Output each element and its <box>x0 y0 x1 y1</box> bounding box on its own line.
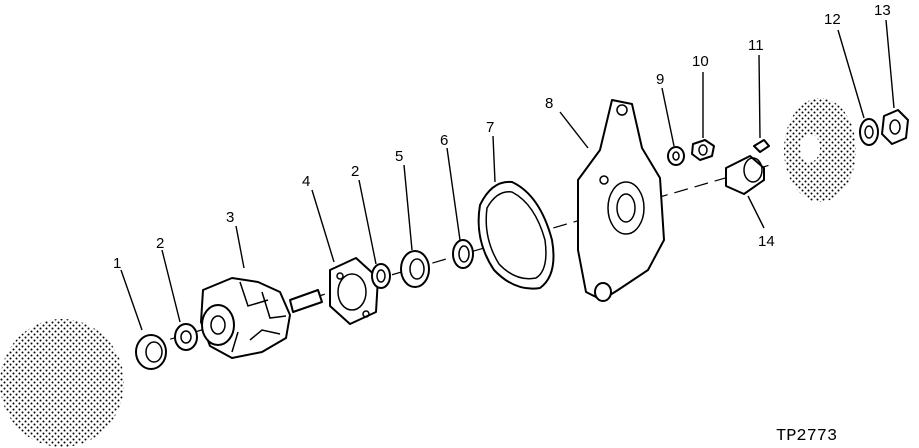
callout-13: 13 <box>874 2 891 19</box>
part-13-nut <box>881 109 909 145</box>
callout-5: 5 <box>395 148 403 165</box>
part-12-washer <box>859 118 879 146</box>
part-4-plate <box>329 257 379 325</box>
part-8-housing <box>577 99 665 302</box>
leader-lines <box>120 19 895 331</box>
callout-4: 4 <box>302 173 310 190</box>
part-3-impeller <box>200 277 323 359</box>
callout-12: 12 <box>824 11 841 28</box>
callout-3: 3 <box>226 209 234 226</box>
callout-7: 7 <box>486 119 494 136</box>
callout-2-right: 2 <box>351 163 359 180</box>
part-5-bearing <box>400 250 430 288</box>
part-2-bushing-left <box>174 323 198 351</box>
left-fan-pulley <box>0 319 124 447</box>
callout-2-left: 2 <box>156 235 164 252</box>
right-pulley <box>784 98 856 202</box>
part-11-key <box>753 139 770 153</box>
callout-9: 9 <box>656 71 664 88</box>
callout-6: 6 <box>440 132 448 149</box>
callout-8: 8 <box>545 95 553 112</box>
part-14-sleeve <box>725 155 765 195</box>
part-6-seal <box>452 239 474 269</box>
figure-id: TP2773 <box>776 427 837 446</box>
callout-1: 1 <box>113 255 121 272</box>
callout-10: 10 <box>692 53 709 70</box>
callout-14: 14 <box>758 233 775 250</box>
part-10-fitting <box>691 139 715 161</box>
callout-11: 11 <box>748 37 764 54</box>
part-2-bushing-right <box>371 263 391 289</box>
callout-labels: 1 2 3 4 2 5 6 7 8 9 10 11 12 13 14 <box>113 2 891 272</box>
part-1-seal <box>135 334 167 370</box>
part-9-washer <box>667 146 685 166</box>
part-7-gasket <box>477 180 555 290</box>
